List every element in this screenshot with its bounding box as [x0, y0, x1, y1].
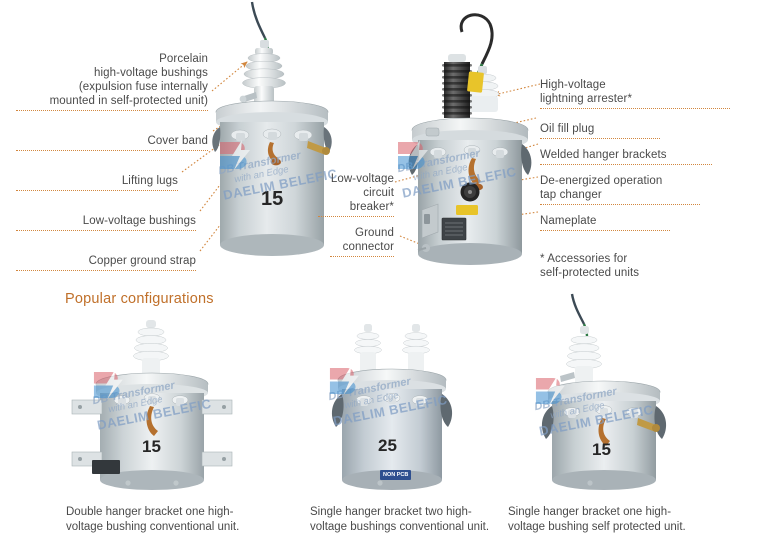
- callout-underline: [540, 107, 730, 109]
- footnote-text: * Accessories for self-protected units: [540, 253, 640, 279]
- callout-cover-band: Cover band: [16, 120, 208, 165]
- rating-label-config-1: 15: [142, 437, 161, 456]
- watermark-logo-config-2: [329, 366, 359, 395]
- callout-nameplate: Nameplate: [540, 200, 670, 245]
- caption-config-3: Single hanger bracket one high- voltage …: [508, 506, 686, 533]
- badge-non-pcb-config-2: NON PCB: [380, 470, 412, 480]
- callout-text: Cover band: [147, 135, 208, 147]
- config-image-single-hanger-bracket-two-hv-bushings: 25 NON PCB DB Transformer with an Edge D…: [320, 312, 470, 498]
- callout-copper-ground-strap: Copper ground strap: [16, 240, 196, 285]
- config-image-double-hanger-bracket-one-hv-bushing: 15 DB Transformer with an Edge DAELIM BE…: [71, 312, 233, 498]
- callout-welded-hanger-brackets: Welded hanger brackets: [540, 134, 712, 179]
- callout-porcelain-hv-bushings: Porcelain high-voltage bushings (expulsi…: [16, 38, 208, 125]
- callout-underline: [540, 203, 700, 205]
- footnote-accessories: * Accessories for self-protected units: [540, 238, 720, 280]
- rating-label-left: 15: [261, 188, 284, 210]
- callout-text: Porcelain high-voltage bushings (expulsi…: [49, 53, 208, 107]
- callout-underline: [16, 109, 208, 111]
- watermark-logo-config-3: [535, 376, 565, 405]
- callout-text: Welded hanger brackets: [540, 149, 667, 161]
- watermark-logo-left: [220, 140, 250, 170]
- callout-oil-fill-plug: Oil fill plug: [540, 108, 660, 153]
- callout-text: Oil fill plug: [540, 123, 595, 135]
- callout-underline: [318, 215, 394, 217]
- callout-underline: [16, 189, 178, 191]
- callout-lifting-lugs: Lifting lugs: [16, 160, 178, 205]
- callout-underline: [330, 255, 394, 257]
- section-title-popular-configurations: Popular configurations: [65, 291, 214, 307]
- callout-text: De-energized operation tap changer: [540, 175, 663, 201]
- config-image-single-hanger-bracket-one-hv-bushing-self-protected: 15 DB Transformer with an Edge DAELIM BE…: [530, 292, 690, 498]
- rating-label-config-2: 25: [378, 436, 397, 455]
- callout-underline: [16, 149, 208, 151]
- callout-text: Nameplate: [540, 215, 597, 227]
- callout-high-voltage-lightning-arrester: High-voltage lightning arrester*: [540, 64, 730, 123]
- rating-label-config-3: 15: [592, 440, 611, 459]
- caption-config-1: Double hanger bracket one high- voltage …: [66, 506, 240, 533]
- watermark-logo-config-1: [93, 370, 123, 399]
- callout-text: Low-voltage bushings: [82, 215, 196, 227]
- callout-de-energized-operation-tap-changer: De-energized operation tap changer: [540, 160, 700, 219]
- callout-text: Copper ground strap: [88, 255, 196, 267]
- callout-underline: [540, 163, 712, 165]
- callout-low-voltage-circuit-breaker: Low-voltage circuit breaker*: [318, 158, 394, 231]
- callout-underline: [540, 229, 670, 231]
- watermark-logo-right: [398, 140, 428, 170]
- callout-text: High-voltage lightning arrester*: [540, 79, 633, 105]
- caption-config-2: Single hanger bracket two high- voltage …: [310, 506, 490, 533]
- transformer-image-left: 15 DB Transformer with an Edge DAELIM BE…: [208, 1, 339, 274]
- callout-underline: [16, 229, 196, 231]
- callout-underline: [16, 269, 196, 271]
- transformer-image-right: DB Transformer with an Edge DAELIM BELEF…: [396, 2, 540, 274]
- callout-underline: [540, 137, 660, 139]
- callout-text: Low-voltage circuit breaker*: [330, 173, 394, 213]
- callout-text: Ground connector: [342, 227, 394, 253]
- callout-text: Lifting lugs: [121, 175, 178, 187]
- callout-ground-connector: Ground connector: [330, 212, 394, 271]
- callout-low-voltage-bushings: Low-voltage bushings: [16, 200, 196, 245]
